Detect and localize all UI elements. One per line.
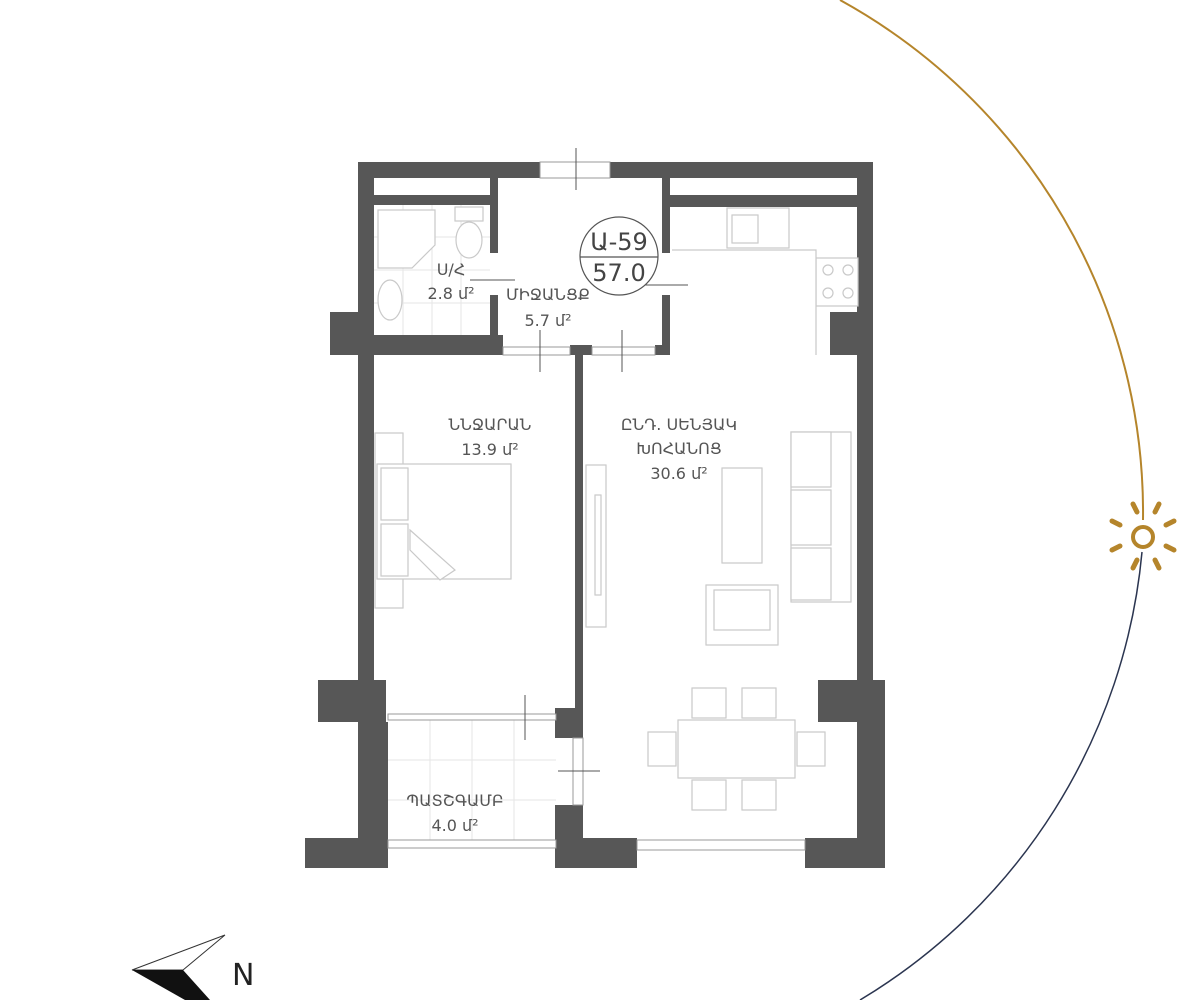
room-area: 2.8 մ² <box>427 284 474 303</box>
room-area: 4.0 մ² <box>431 816 478 835</box>
furniture <box>374 206 859 811</box>
unit-area: 57.0 <box>592 259 645 287</box>
room-hallway: ՄԻՋԱՆՑՔ 5.7 մ² <box>506 285 590 330</box>
sun-path-day-arc <box>839 0 1145 521</box>
room-name: ՄԻՋԱՆՑՔ <box>506 285 590 304</box>
dimension-crosshairs <box>470 148 688 772</box>
room-bathroom: Ս/Հ 2.8 մ² <box>427 260 474 303</box>
balcony-tiles <box>388 720 556 840</box>
room-name: ԸՆԴ. ՍԵՆՅԱԿ <box>621 415 737 434</box>
room-name-2: ԽՈՀԱՆՈՑ <box>636 439 721 458</box>
north-arrow-icon: N <box>131 934 254 1000</box>
room-name: Ս/Հ <box>437 260 466 279</box>
room-name: ՊԱՏՇԳԱՄԲ <box>406 791 503 810</box>
room-living-kitchen: ԸՆԴ. ՍԵՆՅԱԿ ԽՈՀԱՆՈՑ 30.6 մ² <box>621 415 737 483</box>
sun-icon <box>1109 501 1177 571</box>
unit-code: Ա-59 <box>590 228 648 256</box>
unit-badge: Ա-59 57.0 <box>579 216 659 296</box>
room-area: 5.7 մ² <box>524 311 571 330</box>
room-bedroom: ՆՆՋԱՐԱՆ 13.9 մ² <box>449 415 532 459</box>
room-area: 13.9 մ² <box>461 440 518 459</box>
north-label: N <box>232 958 254 993</box>
room-area: 30.6 մ² <box>650 464 707 483</box>
sun-path-night-arc <box>859 551 1143 1000</box>
room-balcony: ՊԱՏՇԳԱՄԲ 4.0 մ² <box>406 791 503 835</box>
room-name: ՆՆՋԱՐԱՆ <box>449 415 532 434</box>
walls <box>305 162 885 868</box>
